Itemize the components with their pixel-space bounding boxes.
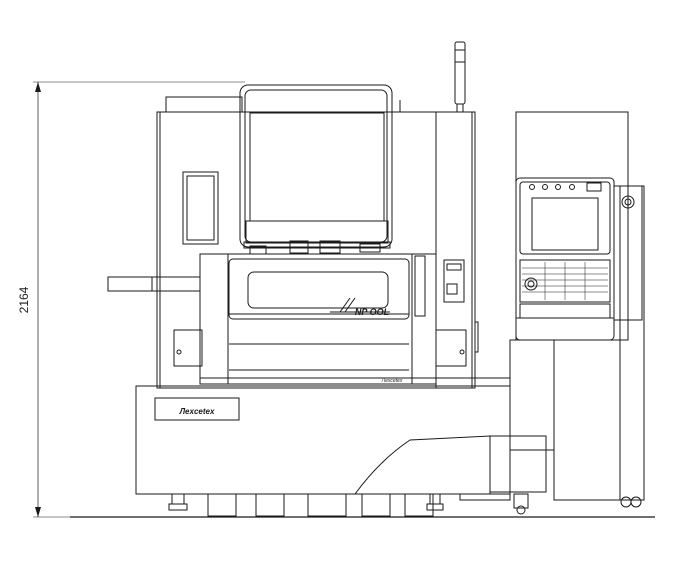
- machine-feet: [168, 493, 529, 517]
- right-cabinet-details: [435, 259, 479, 367]
- electrical-cabinet: [509, 185, 645, 508]
- upper-head: [239, 84, 393, 255]
- work-enclosure: [199, 253, 437, 385]
- control-pendant: [515, 111, 643, 341]
- model-label: NP OOL: [355, 307, 389, 317]
- brand-label-small: Лexcetex: [381, 378, 403, 384]
- machine-base: [135, 377, 547, 495]
- signal-tower: [454, 41, 466, 113]
- side-shelf: [107, 276, 201, 292]
- dimension-label: 2164: [17, 286, 31, 313]
- height-dimension: [33, 81, 245, 518]
- left-service-panel: [173, 329, 203, 367]
- brand-label: Лexcetex: [179, 407, 215, 416]
